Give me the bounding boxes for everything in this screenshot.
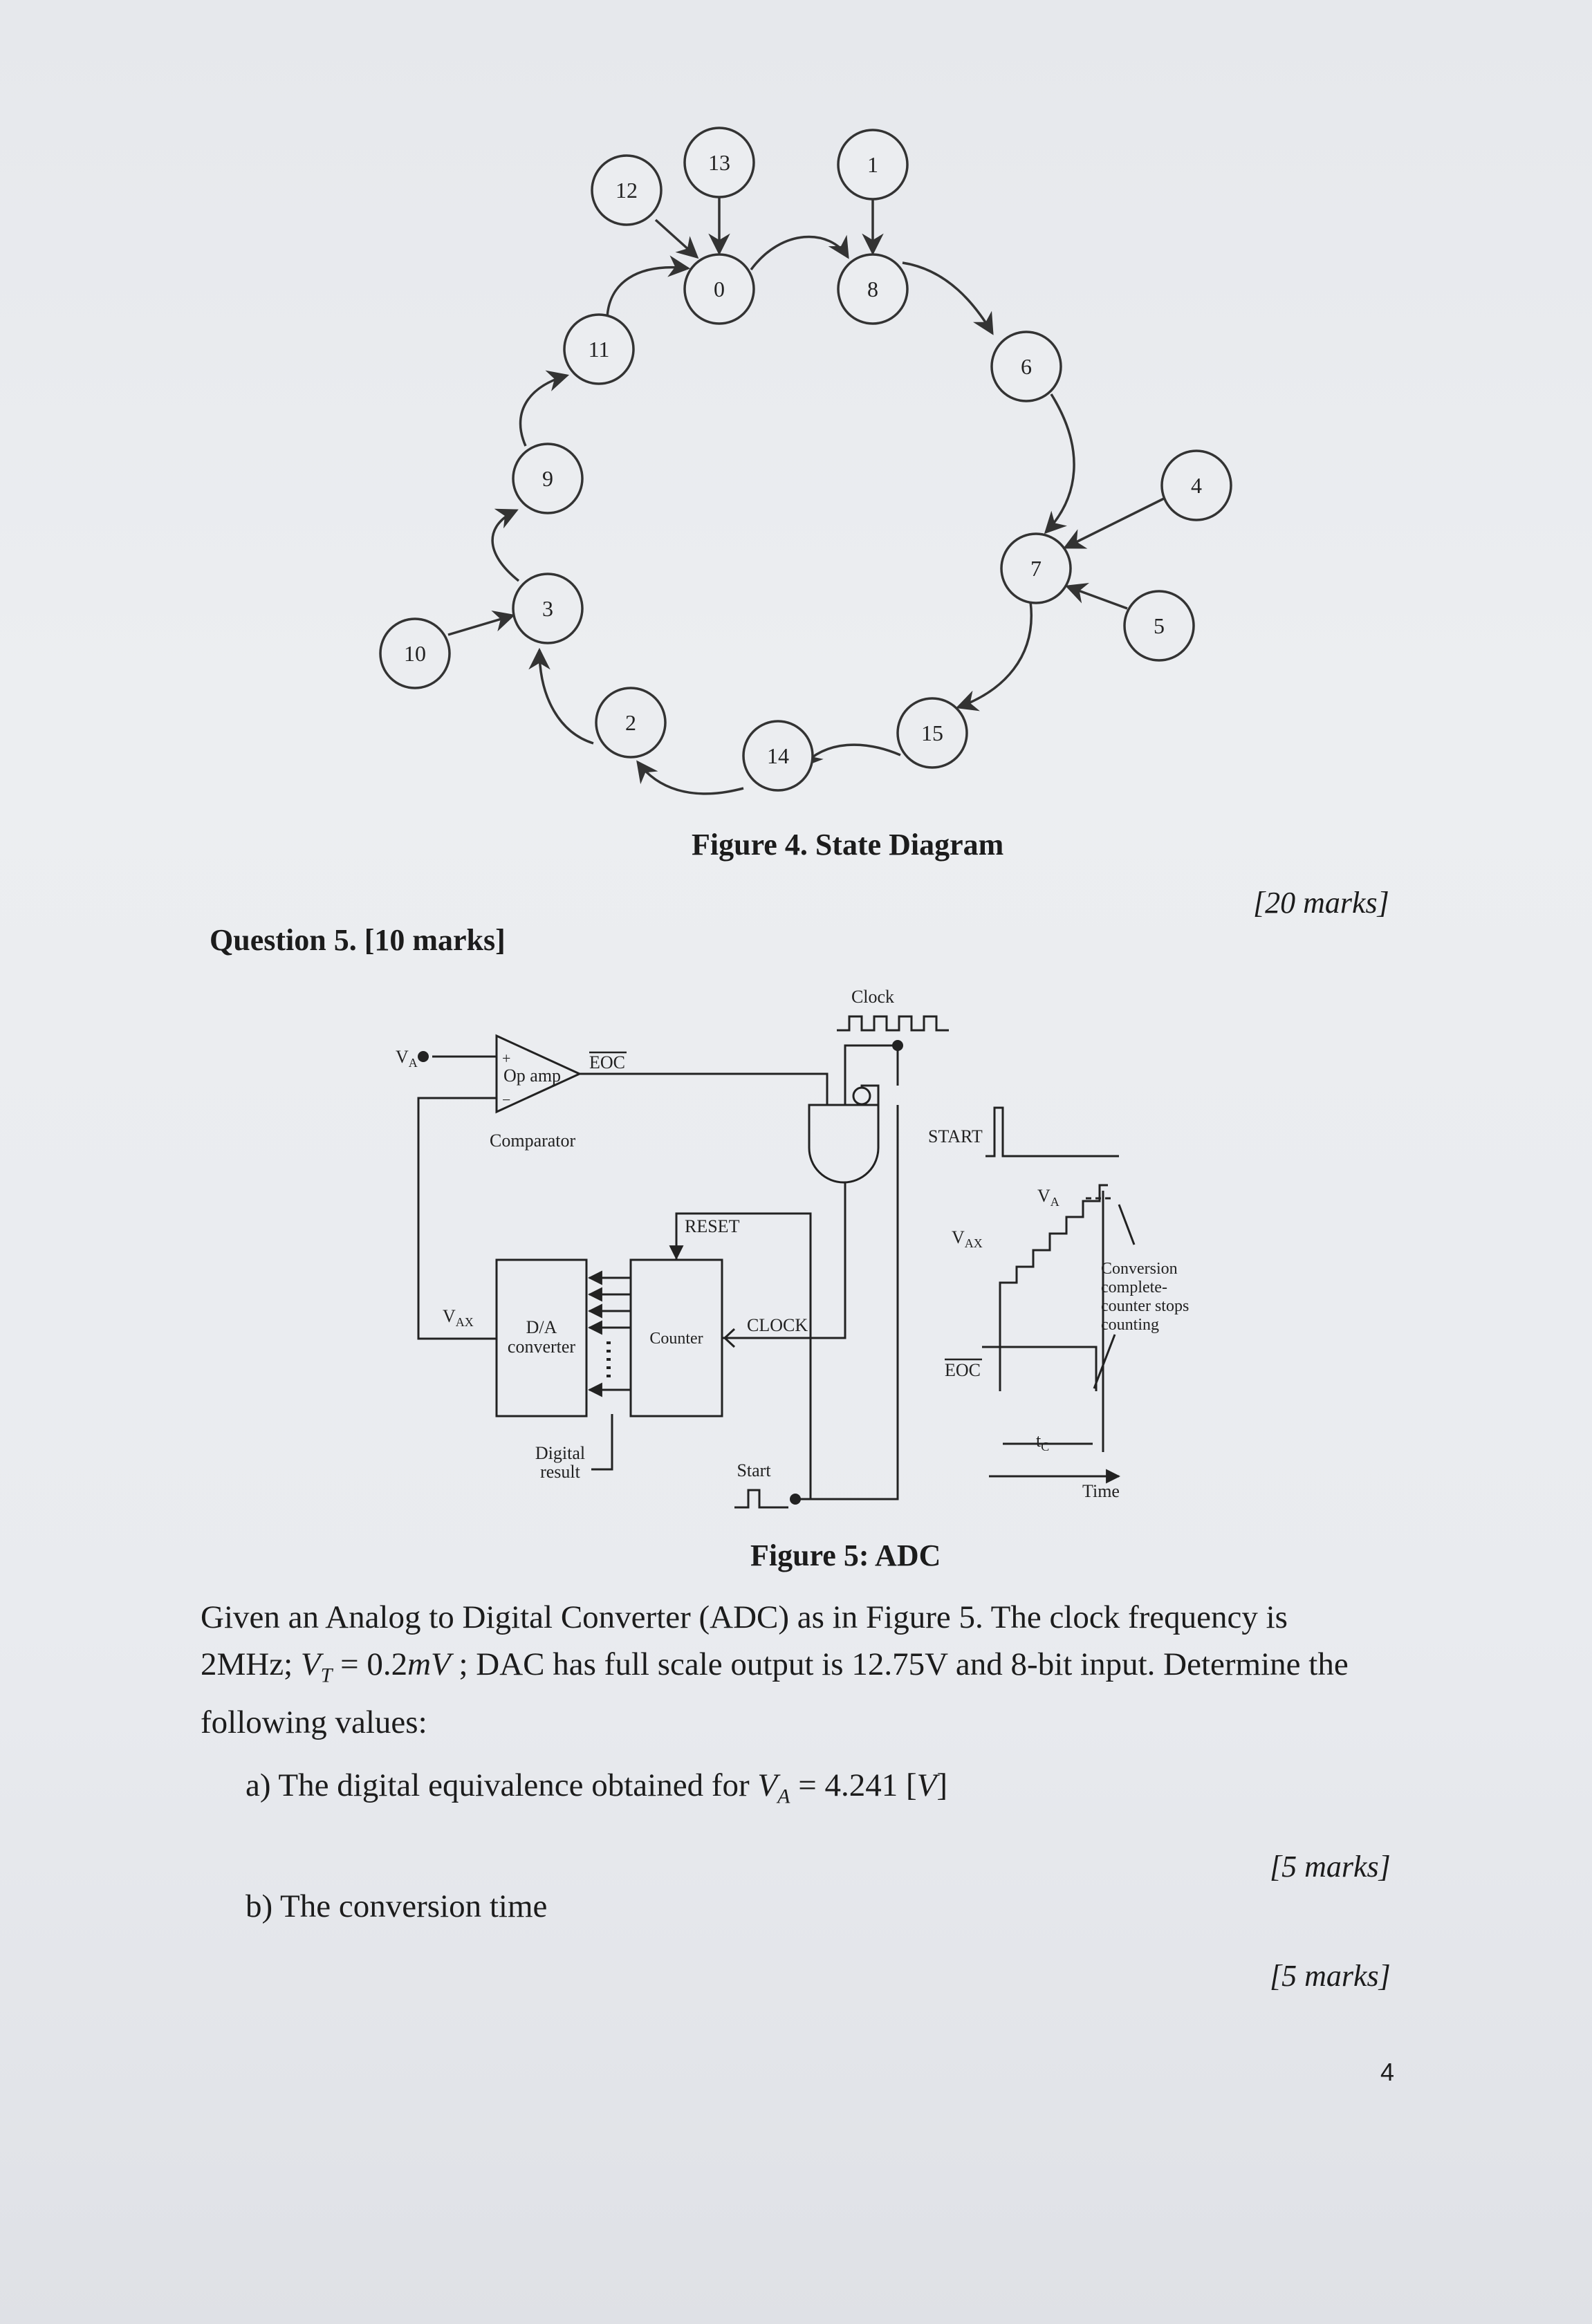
para-line1: Given an Analog to Digital Converter (AD… (201, 1599, 1288, 1635)
state-15-node (896, 697, 968, 769)
edge-6-7 (1044, 393, 1075, 534)
state-2-label: 2 (625, 710, 636, 735)
opamp-label: Op amp (503, 1066, 561, 1086)
state-14-node (742, 720, 814, 792)
state-13-label: 13 (708, 150, 730, 175)
state-diagram: 13 1 12 0 8 11 6 9 4 7 3 5 10 2 15 14 (379, 127, 1232, 795)
clock-label: Clock (851, 987, 894, 1007)
time-label: Time (1082, 1481, 1120, 1501)
clock-in-label: CLOCK (747, 1315, 808, 1335)
tc-label: tC (1036, 1431, 1049, 1453)
edge-14-2 (636, 760, 744, 795)
state-3-label: 3 (542, 596, 553, 621)
item-a-marks: [5 marks] (1270, 1850, 1391, 1884)
timing-va-label: VA (1037, 1186, 1059, 1209)
para-line2: 2MHz; VT = 0.2mV ; DAC has full scale ou… (201, 1646, 1349, 1687)
inverter-bubble (852, 1086, 871, 1106)
timing-vax-label: VAX (952, 1227, 983, 1250)
conversion-note-line4: counting (1101, 1316, 1159, 1334)
state-6-node (990, 331, 1062, 402)
conversion-note-line1: Conversion (1101, 1260, 1178, 1278)
vax-label: VAX (443, 1306, 474, 1329)
counter-label: Counter (649, 1330, 703, 1348)
edge-10-3 (447, 610, 516, 636)
comparator-label: Comparator (490, 1131, 576, 1151)
timing-eoc-label: EOC (945, 1360, 981, 1380)
state-4-node (1160, 449, 1232, 521)
digital-result-line2: result (540, 1462, 581, 1482)
figure4-marks: [20 marks] (1253, 886, 1389, 920)
edge-15-14 (800, 743, 901, 768)
start-label: Start (737, 1460, 771, 1480)
edge-0-8 (750, 234, 849, 271)
state-12-node (591, 154, 663, 226)
state-1-label: 1 (867, 152, 878, 177)
state-7-node (1000, 532, 1072, 604)
reset-label: RESET (685, 1216, 740, 1236)
vax-staircase (999, 1184, 1108, 1299)
conversion-note-line2: complete- (1101, 1279, 1167, 1296)
edge-4-7 (1063, 496, 1166, 549)
state-15-label: 15 (921, 721, 943, 745)
state-13-node (683, 127, 755, 198)
comparator-plus: + (502, 1050, 510, 1067)
adc-diagram: Clock VA + − Op amp Comparator EOC RESET… (396, 987, 1189, 1509)
da-label-line1: D/A (526, 1317, 557, 1337)
state-11-label: 11 (589, 337, 610, 362)
state-5-node (1123, 590, 1195, 662)
item-a: a) The digital equivalence obtained for … (246, 1767, 947, 1808)
state-0-label: 0 (714, 277, 725, 301)
edge-11-0 (606, 255, 691, 319)
state-8-node (837, 253, 909, 325)
state-8-label: 8 (867, 277, 878, 301)
state-3-node (512, 573, 584, 644)
timing-start-label: START (928, 1126, 983, 1146)
va-label: VA (396, 1047, 418, 1070)
state-11-node (563, 313, 635, 385)
edge-3-9 (491, 508, 520, 582)
edge-2-3 (528, 647, 594, 745)
edge-7-15 (956, 601, 1033, 712)
question5-title: Question 5. [10 marks] (210, 923, 506, 957)
figure4-caption: Figure 4. State Diagram (692, 828, 1004, 862)
state-1-node (837, 129, 909, 201)
state-4-label: 4 (1191, 473, 1202, 498)
edge-12-0 (654, 219, 699, 259)
figure5-caption: Figure 5: ADC (750, 1539, 941, 1572)
eoc-label: EOC (589, 1052, 625, 1072)
state-9-label: 9 (542, 466, 553, 491)
state-0-node (683, 253, 755, 325)
digital-result-line1: Digital (535, 1443, 585, 1463)
state-7-label: 7 (1030, 556, 1042, 581)
eoc-waveform (982, 1346, 1098, 1391)
state-12-label: 12 (615, 178, 638, 203)
state-6-label: 6 (1021, 354, 1032, 379)
item-b-marks: [5 marks] (1270, 1959, 1391, 1993)
state-14-label: 14 (767, 743, 789, 768)
state-10-label: 10 (404, 641, 426, 666)
question-paragraph: Given an Analog to Digital Converter (AD… (201, 1594, 1404, 1746)
clock-waveform (837, 1015, 949, 1032)
state-10-node (379, 617, 451, 689)
state-2-node (595, 687, 667, 759)
page-number: 4 (1380, 2058, 1395, 2086)
comparator-triangle (495, 1034, 582, 1114)
para-line3: following values: (201, 1704, 427, 1741)
da-label-line2: converter (508, 1337, 576, 1357)
state-5-label: 5 (1154, 613, 1165, 638)
start-waveform (985, 1106, 1119, 1158)
item-b: b) The conversion time (246, 1888, 548, 1924)
edge-8-6 (902, 261, 994, 335)
state-9-node (512, 443, 584, 514)
conversion-note-line3: counter stops (1101, 1297, 1189, 1315)
edge-5-7 (1065, 583, 1128, 610)
and-gate (808, 1104, 880, 1184)
edge-9-11 (519, 370, 570, 447)
comparator-minus: − (502, 1091, 510, 1108)
